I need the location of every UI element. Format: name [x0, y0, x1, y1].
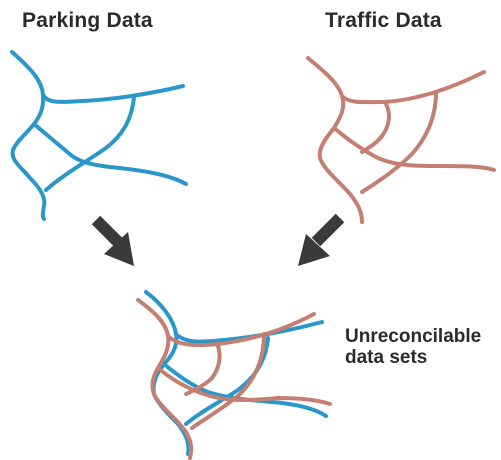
parking-road	[41, 84, 185, 104]
overlaid-traffic-roads	[136, 298, 332, 460]
traffic-road	[190, 332, 266, 430]
traffic-road	[340, 70, 486, 105]
parking-road	[10, 50, 47, 221]
traffic-road	[184, 344, 222, 396]
unreconcilable-label: Unreconcilable data sets	[345, 326, 481, 368]
traffic-data-title: Traffic Data	[325, 9, 442, 32]
down-left-arrow-icon	[298, 213, 345, 266]
parking-data-title: Parking Data	[22, 9, 153, 32]
down-right-arrow-icon	[91, 215, 134, 266]
traffic-road	[332, 126, 496, 172]
traffic-road	[306, 56, 364, 224]
parking-road	[184, 336, 270, 426]
unreconcilable-label-line1: Unreconcilable	[345, 326, 482, 347]
overlaid-parking-roads	[144, 290, 328, 456]
parking-road	[174, 320, 324, 344]
parking-road	[32, 122, 188, 186]
parking-road	[44, 95, 136, 192]
traffic-road	[136, 298, 194, 460]
traffic-road-network	[306, 56, 496, 224]
traffic-road	[360, 90, 438, 194]
traffic-road	[166, 312, 316, 347]
parking-road-network	[10, 50, 188, 221]
traffic-road	[156, 366, 332, 406]
unreconcilable-label-line2: data sets	[345, 347, 428, 368]
traffic-road	[360, 102, 391, 154]
